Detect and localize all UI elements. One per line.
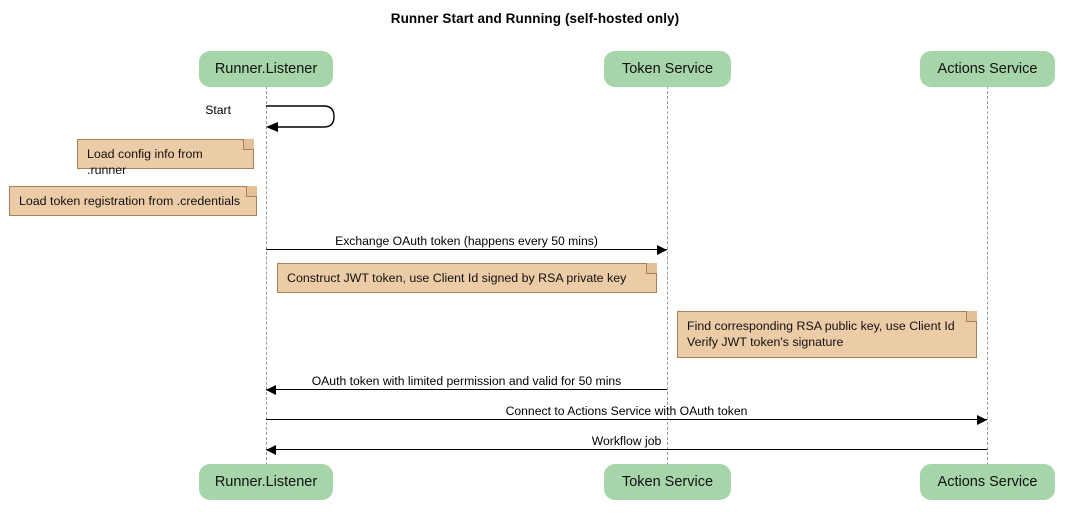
participant-runner-bottom[interactable]: Runner.Listener	[199, 464, 333, 500]
message-line-workflow-job	[266, 449, 987, 450]
participant-label: Runner.Listener	[214, 474, 318, 490]
message-label-exchange-oauth-token: Exchange OAuth token (happens every 50 m…	[335, 234, 598, 248]
participant-label: Actions Service	[937, 474, 1038, 490]
lifeline-token	[667, 86, 668, 465]
note-text: Load config info from .runner	[87, 147, 203, 177]
participant-label: Actions Service	[937, 61, 1038, 77]
message-line-exchange-oauth-token	[266, 249, 667, 250]
note-text: Find corresponding RSA public key, use C…	[687, 319, 955, 349]
participant-label: Token Service	[621, 474, 714, 490]
self-message-start	[266, 105, 335, 132]
note-verify-jwt-token: Find corresponding RSA public key, use C…	[677, 311, 977, 358]
arrow-head-exchange-oauth-token	[657, 245, 667, 255]
participant-actions-bottom[interactable]: Actions Service	[920, 464, 1055, 500]
note-corner-fold	[966, 311, 977, 322]
note-text: Load token registration from .credential…	[19, 194, 241, 208]
message-label-start: Start	[205, 103, 231, 117]
message-label-connect-to-actions-service: Connect to Actions Service with OAuth to…	[505, 404, 748, 418]
arrow-head-connect-to-actions-service	[977, 415, 987, 425]
lifeline-actions	[987, 86, 988, 465]
note-corner-fold	[243, 139, 254, 150]
message-label-workflow-job: Workflow job	[591, 434, 662, 448]
note-corner-fold	[246, 186, 257, 197]
message-line-oauth-token-response	[266, 389, 667, 390]
note-corner-fold	[646, 263, 657, 274]
message-line-connect-to-actions-service	[266, 419, 987, 420]
note-text: Construct JWT token, use Client Id signe…	[287, 271, 627, 285]
participant-label: Token Service	[621, 61, 714, 77]
note-load-config-info: Load config info from .runner	[77, 139, 254, 177]
arrow-head-oauth-token-response	[266, 385, 276, 395]
participant-runner-top[interactable]: Runner.Listener	[199, 51, 333, 87]
note-construct-jwt-token: Construct JWT token, use Client Id signe…	[277, 263, 657, 293]
arrow-head-workflow-job	[266, 445, 276, 455]
participant-actions-top[interactable]: Actions Service	[920, 51, 1055, 87]
page-title: Runner Start and Running (self-hosted on…	[390, 11, 680, 26]
message-label-oauth-token-response: OAuth token with limited permission and …	[311, 374, 622, 388]
participant-token-top[interactable]: Token Service	[604, 51, 731, 87]
participant-token-bottom[interactable]: Token Service	[604, 464, 731, 500]
note-load-token-registration: Load token registration from .credential…	[9, 186, 257, 216]
participant-label: Runner.Listener	[214, 61, 318, 77]
lifeline-runner	[266, 86, 267, 465]
